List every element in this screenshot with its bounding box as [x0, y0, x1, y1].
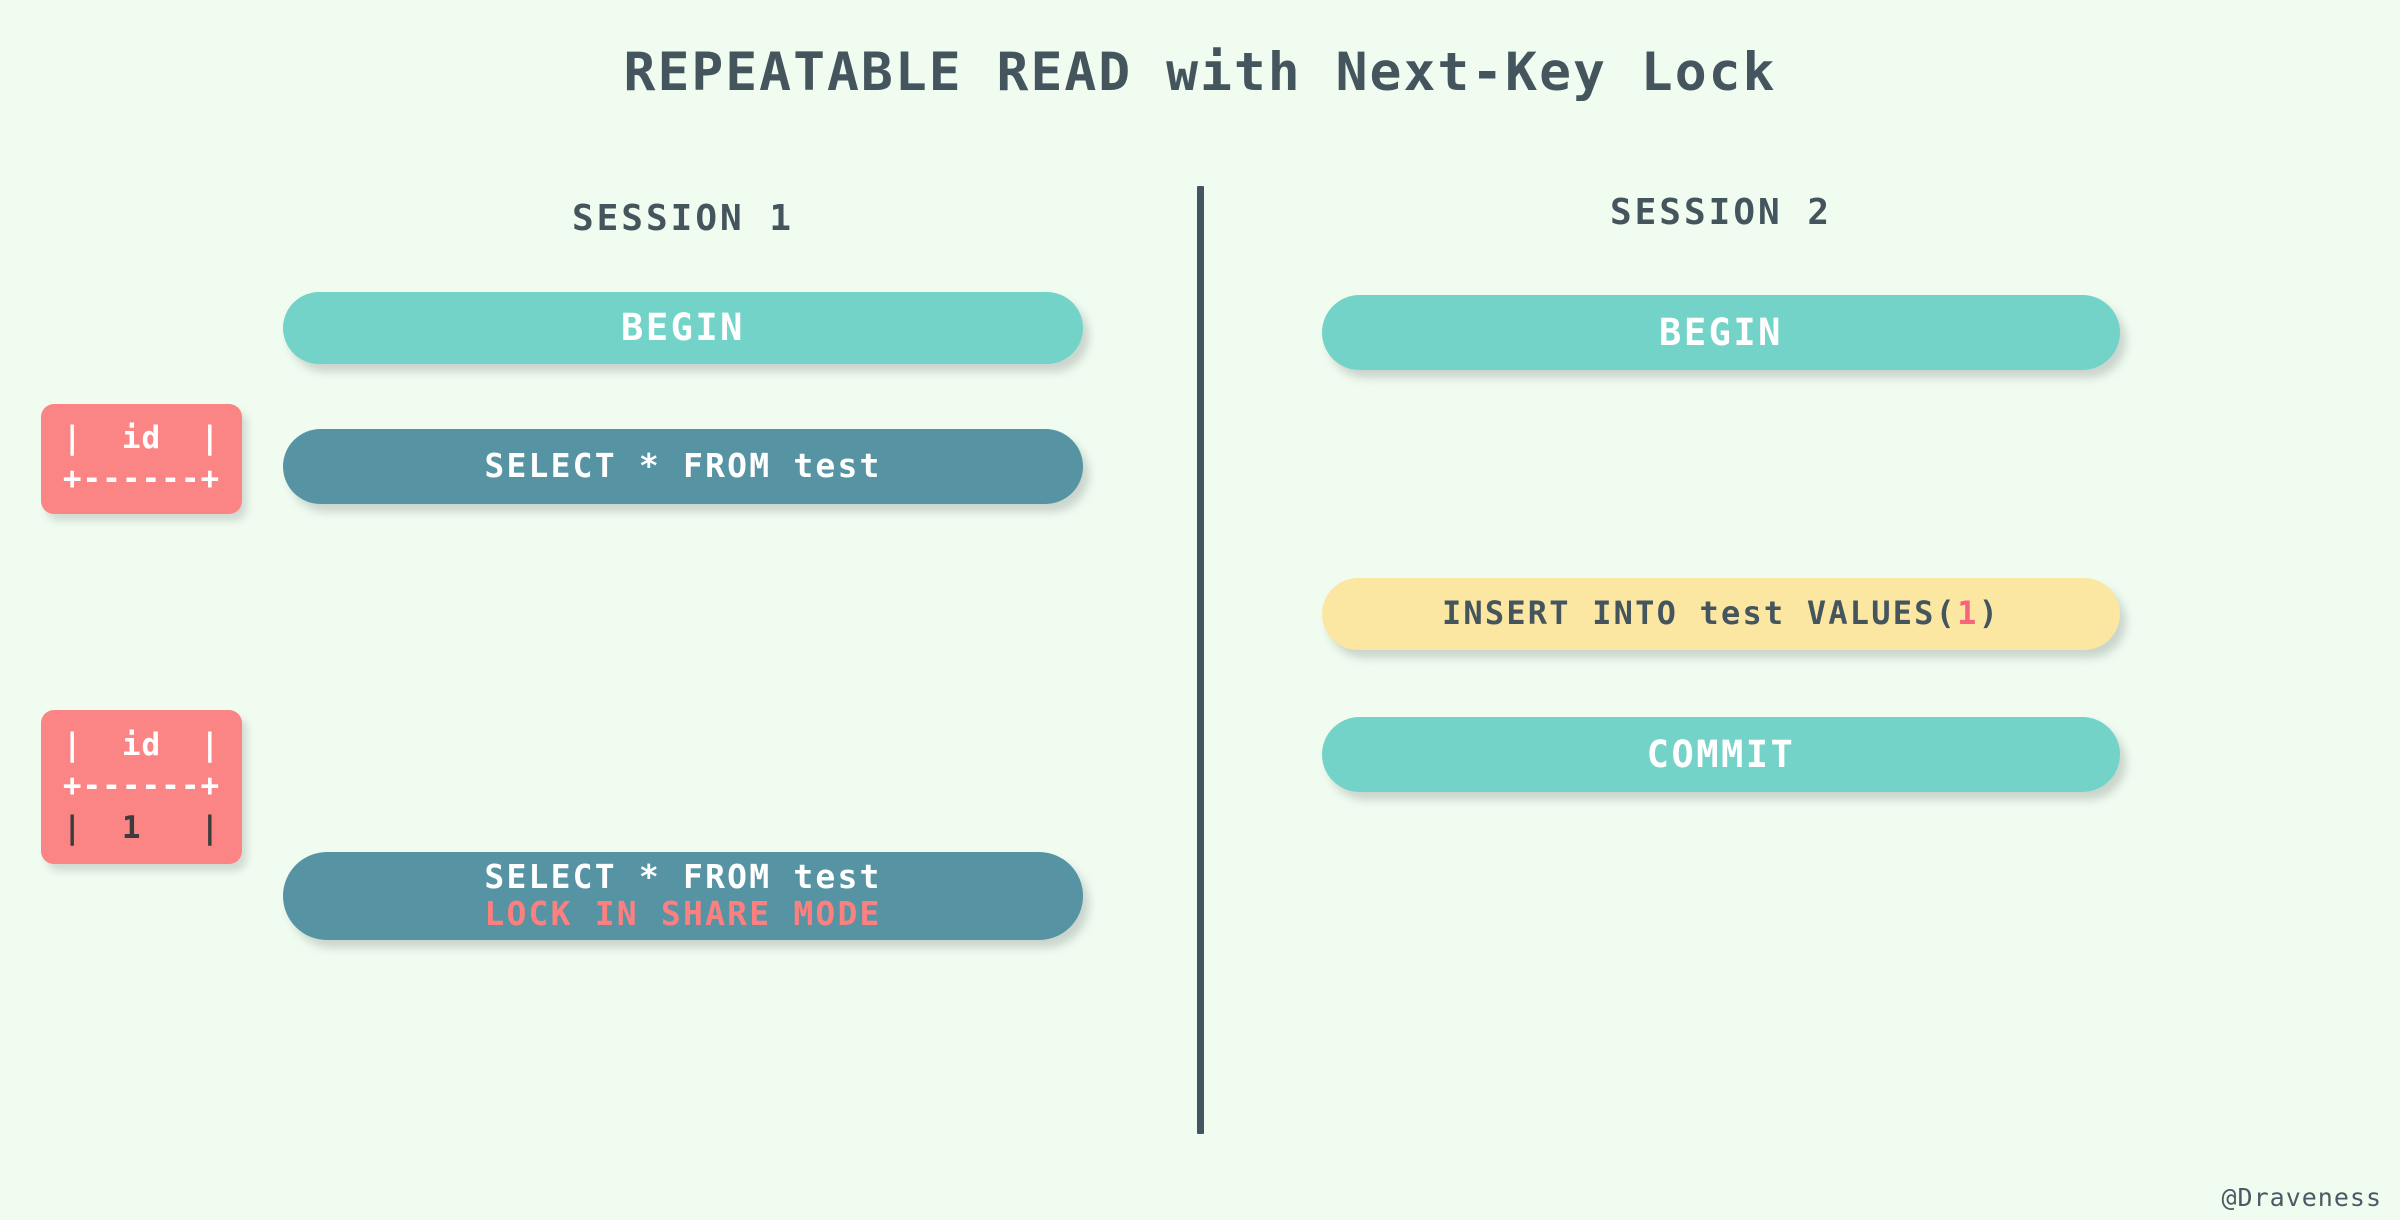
result-row: +------+ [62, 768, 221, 805]
session-1-header: SESSION 1 [571, 198, 795, 239]
statement-line: COMMIT [1646, 732, 1796, 776]
result-row: | id | [62, 727, 221, 764]
session-divider [1197, 186, 1204, 1134]
statement-line: SELECT * FROM test [484, 446, 882, 486]
session-2-statement-insert[interactable]: INSERT INTO test VALUES(1) [1322, 578, 2120, 650]
session-1-statement-select-1[interactable]: SELECT * FROM test [283, 429, 1083, 504]
session-1-result-box-1: | id | +------+ [41, 404, 242, 514]
session-2-statement-commit[interactable]: COMMIT [1322, 717, 2120, 792]
result-row: +------+ [62, 461, 221, 497]
insert-suffix: ) [1978, 594, 2001, 633]
page-title: REPEATABLE READ with Next-Key Lock [623, 42, 1777, 103]
statement-line-lock-clause: LOCK IN SHARE MODE [484, 894, 882, 933]
statement-line: INSERT INTO test VALUES(1) [1441, 594, 2001, 633]
session-1-result-box-2: | id | +------+ | 1 | [41, 710, 242, 864]
insert-prefix: INSERT INTO test VALUES( [1441, 594, 1958, 633]
result-row: | id | [62, 419, 221, 456]
session-2-header: SESSION 2 [1609, 192, 1833, 233]
statement-line: SELECT * FROM test [484, 857, 882, 897]
session-1-statement-select-2[interactable]: SELECT * FROM test LOCK IN SHARE MODE [283, 852, 1083, 940]
insert-value: 1 [1957, 594, 1979, 633]
statement-line: BEGIN [621, 306, 745, 350]
session-1-statement-begin[interactable]: BEGIN [283, 292, 1083, 364]
statement-line: BEGIN [1659, 310, 1783, 354]
watermark: @Draveness [2221, 1183, 2382, 1212]
result-row-value: | 1 | [62, 809, 221, 846]
session-2-statement-begin[interactable]: BEGIN [1322, 295, 2120, 370]
